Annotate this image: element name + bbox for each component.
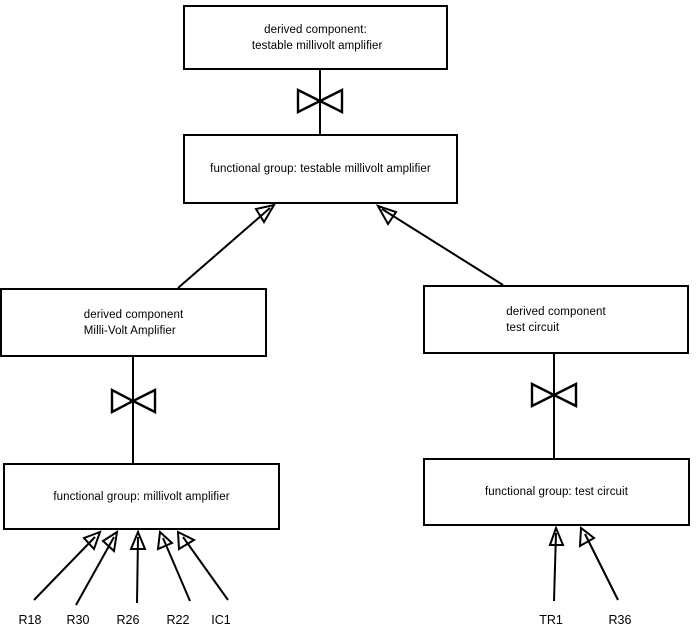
leaf-arrow-R26 <box>129 529 147 604</box>
leaf-arrow-R30 <box>75 529 119 606</box>
node-label: functional group: millivolt amplifier <box>53 490 230 503</box>
leaf-label-R18[interactable]: R18 <box>18 613 42 627</box>
node-derived-testable-millivolt-amplifier[interactable]: derived component: testable millivolt am… <box>183 5 448 70</box>
leaf-arrow-TR1 <box>548 525 565 602</box>
leaf-arrow-R36 <box>578 526 619 601</box>
connector-top-bowtie <box>296 70 344 134</box>
node-functional-group-test-circuit[interactable]: functional group: test circuit <box>423 458 690 526</box>
node-label: functional group: testable millivolt amp… <box>210 163 431 175</box>
leaf-arrow-R22 <box>156 529 191 602</box>
arrow-milli-volt-amplifier-to-testable-group <box>177 203 277 289</box>
leaf-label-R22[interactable]: R22 <box>166 613 190 627</box>
node-label: derived component test circuit <box>506 305 606 334</box>
leaf-arrow-R18 <box>33 530 102 601</box>
leaf-label-R30[interactable]: R30 <box>66 613 90 627</box>
node-label: derived component: testable millivolt am… <box>251 23 383 52</box>
node-functional-group-millivolt-amplifier[interactable]: functional group: millivolt amplifier <box>3 463 280 530</box>
node-functional-group-testable-millivolt-amplifier[interactable]: functional group: testable millivolt amp… <box>183 134 458 204</box>
connector-right-bowtie <box>530 354 578 458</box>
connector-left-bowtie <box>110 357 157 463</box>
node-label: derived component Milli-Volt Amplifier <box>83 308 184 337</box>
arrow-test-circuit-to-testable-group <box>375 204 504 286</box>
node-derived-test-circuit[interactable]: derived component test circuit <box>423 285 689 354</box>
leaf-arrow-IC1 <box>176 530 229 601</box>
node-derived-milli-volt-amplifier[interactable]: derived component Milli-Volt Amplifier <box>0 288 267 357</box>
leaf-label-IC1[interactable]: IC1 <box>211 613 231 627</box>
node-label: functional group: test circuit <box>485 486 628 498</box>
leaf-label-R26[interactable]: R26 <box>116 613 140 627</box>
leaf-label-TR1[interactable]: TR1 <box>539 613 563 627</box>
leaf-label-R36[interactable]: R36 <box>608 613 632 627</box>
